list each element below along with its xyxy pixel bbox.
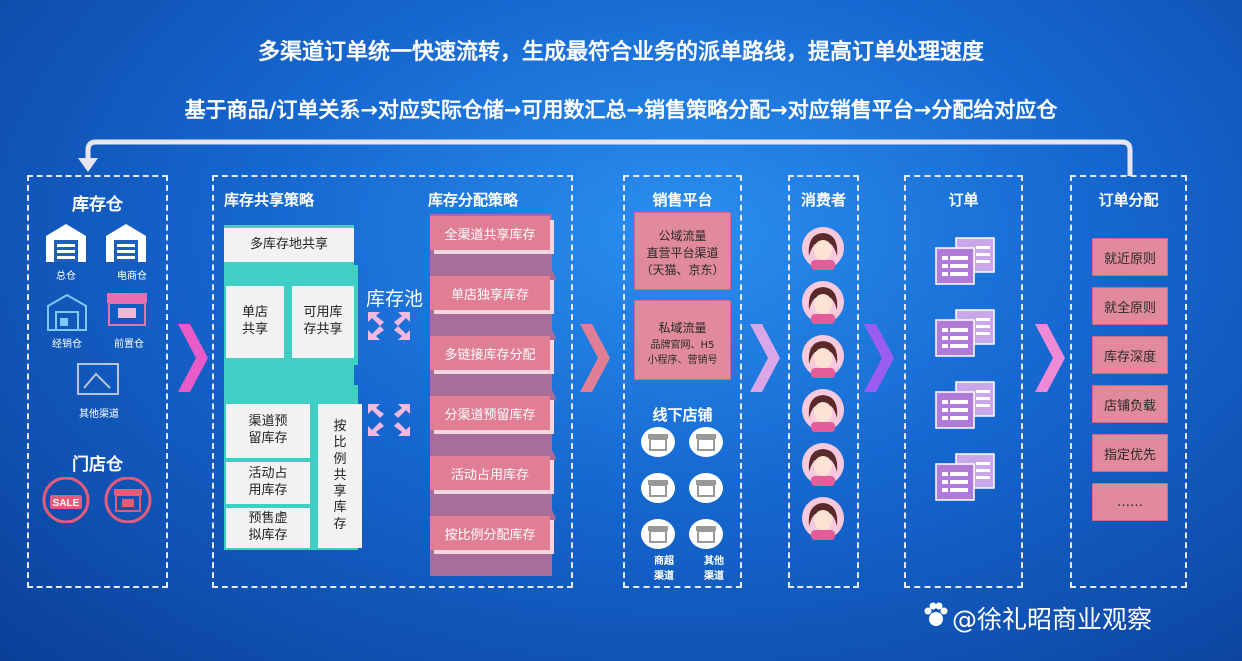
- warehouse-item-4: 其他渠道: [79, 409, 119, 420]
- share-box-available: 可用库 存共享: [292, 286, 354, 358]
- headline-1: 多渠道订单统一快速流转，生成最符合业务的派单路线，提高订单处理速度: [257, 40, 984, 65]
- dispatch-rule-item: ……: [1092, 483, 1168, 521]
- warehouse-icon: [46, 224, 86, 262]
- consumer-avatar-icon: [802, 389, 844, 432]
- store-icon: [689, 473, 723, 503]
- converge-arrows-icon: [368, 312, 410, 340]
- dispatch-rule-item: 店铺负载: [1092, 385, 1168, 423]
- flow-chevron-4: [864, 324, 894, 392]
- platform-panel: [623, 175, 742, 588]
- alloc-strategy-item: 分渠道预留库存: [430, 396, 550, 430]
- converge-arrows-icon: [368, 404, 410, 436]
- warehouse-item-2: 经销仓: [52, 339, 82, 350]
- dispatch-rule-item: 就近原则: [1092, 238, 1168, 276]
- consumer-avatar-icon: [802, 497, 844, 540]
- flow-chevron-1: [178, 324, 208, 392]
- store-icon: [641, 427, 675, 457]
- store-warehouse-title: 门店仓: [72, 455, 123, 475]
- flow-chevron-5: [1035, 324, 1065, 392]
- warehouse-item-0: 总仓: [56, 271, 76, 282]
- share-box-presale: 预售虚 拟库存: [226, 508, 310, 548]
- alloc-strategy-item: 按比例分配库存: [430, 516, 550, 550]
- public-traffic-box: 公域流量 直营平台渠道 （天猫、京东）: [634, 212, 731, 290]
- store-icon: [689, 427, 723, 457]
- warehouse-icon: [106, 224, 146, 262]
- sale-store-icon: SALE: [42, 477, 90, 523]
- other-channel-store-icon: [77, 363, 119, 395]
- share-box-top: 多库存地共享: [224, 228, 354, 262]
- order-document-icon: [935, 237, 995, 285]
- dispatch-rule-item: 指定优先: [1092, 434, 1168, 472]
- strategy-panel: [212, 175, 573, 588]
- consumer-avatar-icon: [802, 443, 844, 486]
- alloc-strategy-item: 单店独享库存: [430, 276, 550, 310]
- watermark-text: @徐礼昭商业观察: [952, 605, 1153, 634]
- share-strategy-title: 库存共享策略: [224, 191, 315, 209]
- order-document-icon: [935, 453, 995, 501]
- public-traffic-detail: 直营平台渠道 （天猫、京东）: [640, 246, 725, 277]
- distribution-warehouse-icon: [47, 293, 87, 331]
- alloc-strategy-item: 活动占用库存: [430, 456, 550, 490]
- private-traffic-title: 私域流量: [658, 321, 707, 335]
- warehouse-panel: [27, 175, 168, 588]
- dispatch-panel: [1070, 175, 1187, 588]
- consumer-avatar-icon: [802, 281, 844, 324]
- warehouse-title: 库存仓: [72, 195, 123, 215]
- paw-logo-icon: [924, 602, 948, 626]
- alloc-strategy-item: 全渠道共享库存: [430, 216, 550, 250]
- dispatch-rule-item: 就全原则: [1092, 287, 1168, 325]
- private-traffic-box: 私域流量 品牌官网、H5 小程序、营销号: [634, 300, 731, 380]
- flow-chevron-2: [580, 324, 610, 392]
- offline-label-supermarket: 商超 渠道: [654, 556, 674, 582]
- store-icon: [641, 473, 675, 503]
- headline-2: 基于商品/订单关系→对应实际仓储→可用数汇总→销售策略分配→对应销售平台→分配给…: [184, 98, 1058, 122]
- share-box-channel-reserve: 渠道预 留库存: [226, 404, 310, 458]
- storefront-icon: [104, 477, 152, 523]
- dispatch-title: 订单分配: [1098, 191, 1159, 209]
- order-document-icon: [935, 309, 995, 357]
- store-icon: [641, 519, 675, 549]
- front-warehouse-icon: [107, 293, 147, 326]
- dispatch-rule-item: 库存深度: [1092, 336, 1168, 374]
- order-panel: [904, 175, 1023, 588]
- consumer-title: 消费者: [800, 191, 846, 209]
- share-box-store: 单店 共享: [226, 286, 284, 358]
- warehouse-item-3: 前置仓: [114, 339, 144, 350]
- stock-pool-label: 库存池: [366, 288, 424, 310]
- alloc-strategy-item: 多链接库存分配: [430, 336, 550, 370]
- order-title: 订单: [948, 191, 979, 209]
- flow-chevron-3: [750, 324, 780, 392]
- alloc-strategy-title: 库存分配策略: [428, 191, 519, 209]
- order-document-icon: [935, 381, 995, 429]
- public-traffic-title: 公域流量: [658, 229, 707, 243]
- private-traffic-detail: 品牌官网、H5 小程序、营销号: [647, 340, 718, 366]
- consumer-panel: [788, 175, 859, 588]
- offline-store-title: 线下店铺: [652, 406, 713, 424]
- offline-label-other: 其他 渠道: [704, 556, 724, 582]
- platform-title: 销售平台: [652, 191, 713, 209]
- sale-tag: SALE: [53, 498, 80, 509]
- share-box-activity: 活动占 用库存: [226, 462, 310, 504]
- store-icon: [689, 519, 723, 549]
- consumer-avatar-icon: [802, 227, 844, 270]
- consumer-avatar-icon: [802, 335, 844, 378]
- warehouse-item-1: 电商仓: [117, 271, 147, 282]
- share-box-ratio: 按 比 例 共 享 库 存: [318, 404, 362, 548]
